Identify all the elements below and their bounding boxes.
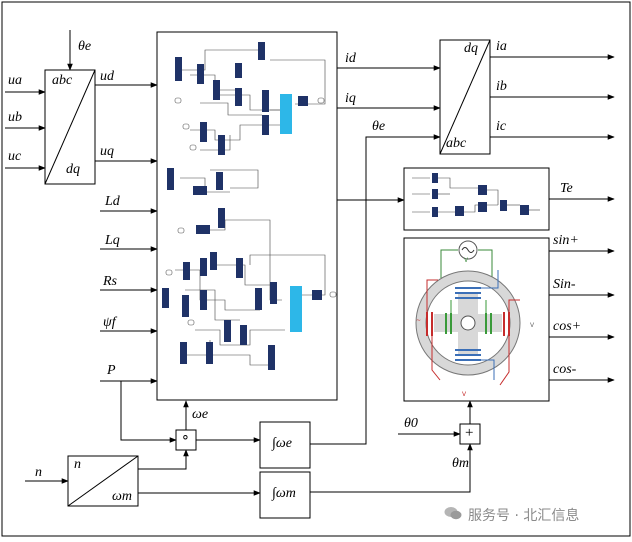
p-to-mult	[120, 381, 177, 443]
dq-abc-diagonal	[439, 39, 491, 155]
wechat-icon	[444, 507, 462, 520]
gain-bottom-label: ωm	[112, 489, 132, 504]
sum-symbol: +	[465, 425, 474, 441]
svg-text:~: ~	[416, 317, 421, 324]
iq-label: iq	[345, 91, 356, 106]
motor-model-ports	[165, 97, 337, 326]
svg-text:V: V	[462, 391, 467, 398]
uq-label: uq	[100, 144, 114, 159]
abc-dq-diagonal	[44, 69, 96, 185]
svg-text:V: V	[464, 257, 469, 264]
ib-label: ib	[496, 79, 507, 94]
uc-label: uc	[8, 149, 22, 164]
omega-e-label: ωe	[192, 407, 209, 422]
p-label: P	[107, 363, 116, 378]
theta-m-to-sum	[310, 443, 473, 493]
gain-diagonal	[67, 455, 139, 507]
theta-m-label: θm	[452, 456, 469, 471]
ud-label: ud	[100, 69, 114, 84]
lq-label: Lq	[105, 233, 120, 248]
abc-dq-top-label: abc	[52, 73, 73, 88]
abc-dq-bottom-label: dq	[66, 162, 80, 177]
ia-label: ia	[496, 39, 507, 54]
motor-model-dark-blocks	[162, 42, 322, 370]
dq-abc-top-label: dq	[464, 41, 478, 56]
ld-label: Ld	[105, 194, 120, 209]
ic-label: ic	[496, 119, 507, 134]
dq-abc-bottom-label: abc	[446, 136, 467, 151]
gain-top-label: n	[74, 457, 81, 472]
rs-label: Rs	[103, 274, 117, 289]
watermark: 服务号 · 北汇信息	[468, 508, 580, 524]
sinp-label: sin+	[553, 233, 579, 248]
ub-label: ub	[8, 110, 22, 125]
torque-block	[403, 167, 550, 231]
multiplier-symbol: ∘	[181, 430, 190, 445]
cosn-label: cos-	[553, 362, 577, 377]
integrator-m-label: ∫ωm	[272, 486, 296, 501]
n-input-label: n	[35, 465, 42, 480]
motor-model-cyan-blocks	[280, 94, 302, 332]
theta0-label: θ0	[404, 416, 418, 431]
omega-m-to-mult	[138, 449, 189, 470]
psif-label: ψf	[103, 315, 116, 330]
integrator-e-label: ∫ωe	[272, 436, 292, 451]
te-label: Te	[560, 181, 573, 196]
theta-e-input-label: θe	[78, 39, 92, 54]
theta-e-feedback	[310, 134, 441, 445]
torque-internals	[412, 177, 540, 213]
theta-e-fb-label: θe	[372, 119, 386, 134]
sinn-label: Sin-	[553, 277, 576, 292]
svg-text:V: V	[530, 322, 535, 329]
cosp-label: cos+	[553, 319, 582, 334]
torque-dark-blocks	[432, 173, 529, 217]
resolver-diagram: V V V ~	[415, 240, 535, 398]
integrator-m-block	[259, 471, 311, 519]
integrator-e-block	[259, 421, 311, 469]
ua-label: ua	[8, 73, 22, 88]
id-label: id	[345, 51, 356, 66]
